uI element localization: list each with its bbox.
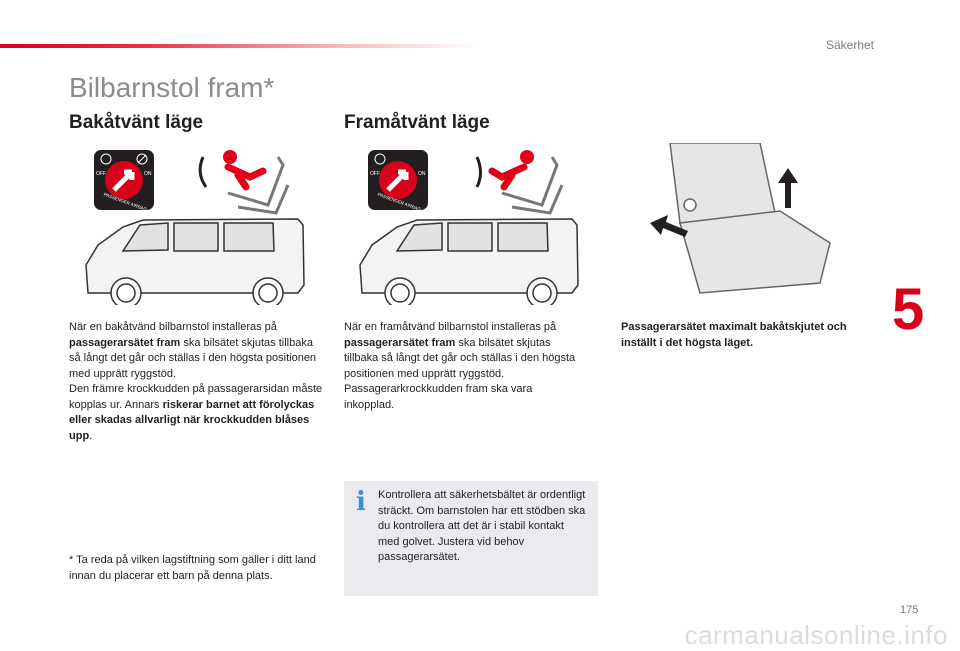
rear-facing-text: När en bakåtvänd bilbarnstol installeras… bbox=[69, 320, 324, 444]
van-side-view bbox=[85, 218, 305, 305]
info-text: Kontrollera att säkerhetsbältet är orden… bbox=[378, 489, 586, 563]
paragraph-run: Den främre krockkudden på passagerarsida… bbox=[69, 383, 323, 411]
arrow-up-icon bbox=[778, 168, 798, 208]
page-title: Bilbarnstol fram* bbox=[69, 72, 275, 103]
paragraph-run: . bbox=[89, 429, 93, 442]
svg-text:OFF: OFF bbox=[370, 171, 380, 177]
heading-forward-facing: Framåtvänt läge bbox=[344, 112, 490, 133]
section-label: Säkerhet bbox=[825, 38, 874, 52]
arrow-back-icon bbox=[650, 215, 688, 237]
info-icon: i bbox=[356, 487, 366, 517]
paragraph-run: ska bilsätet skjutas tillbaka så långt d… bbox=[344, 336, 576, 411]
paragraph-run: passagerarsätet fram bbox=[344, 336, 456, 349]
seat-icon bbox=[669, 143, 831, 294]
chapter-number: 5 bbox=[892, 277, 925, 342]
paragraph-run: ska bilsätet skjutas tillbaka så långt d… bbox=[69, 336, 317, 380]
svg-text:ON: ON bbox=[144, 171, 152, 177]
rear-facing-illustration: OFF ON PASSENGER AIRBAG bbox=[85, 150, 305, 305]
paragraph-run: När en bakåtvänd bilbarnstol installeras… bbox=[69, 321, 277, 333]
rear-facing-child-seat-icon bbox=[198, 150, 290, 215]
forward-facing-child-seat-icon bbox=[475, 150, 564, 215]
info-box: i Kontrollera att säkerhetsbältet är ord… bbox=[344, 481, 598, 596]
passenger-seat-illustration bbox=[650, 143, 831, 294]
paragraph-run: riskerar barnet att förolyckas eller ska… bbox=[69, 398, 315, 442]
van-side-view-2 bbox=[359, 218, 579, 305]
forward-facing-illustration: OFF ON PASSENGER AIRBAG bbox=[359, 150, 579, 305]
page-number: 175 bbox=[900, 604, 919, 616]
paragraph-run: När en framåtvänd bilbarnstol installera… bbox=[344, 321, 557, 333]
forward-facing-text: När en framåtvänd bilbarnstol installera… bbox=[344, 320, 584, 413]
seat-caption: Passagerarsätet maximalt bakåtskjutet oc… bbox=[621, 321, 847, 349]
heading-rear-facing: Bakåtvänt läge bbox=[69, 112, 204, 133]
svg-text:ON: ON bbox=[418, 171, 426, 177]
paragraph-run: passagerarsätet fram bbox=[69, 336, 181, 349]
airbag-on-label-icon: OFF ON PASSENGER AIRBAG bbox=[368, 150, 428, 212]
svg-text:OFF: OFF bbox=[96, 171, 106, 177]
header-accent-bar bbox=[0, 44, 480, 48]
airbag-off-label-icon: OFF ON PASSENGER AIRBAG bbox=[94, 150, 154, 212]
footnote: * Ta reda på vilken lagstiftning som gäl… bbox=[69, 554, 316, 582]
watermark: carmanualsonline.info bbox=[684, 620, 948, 650]
